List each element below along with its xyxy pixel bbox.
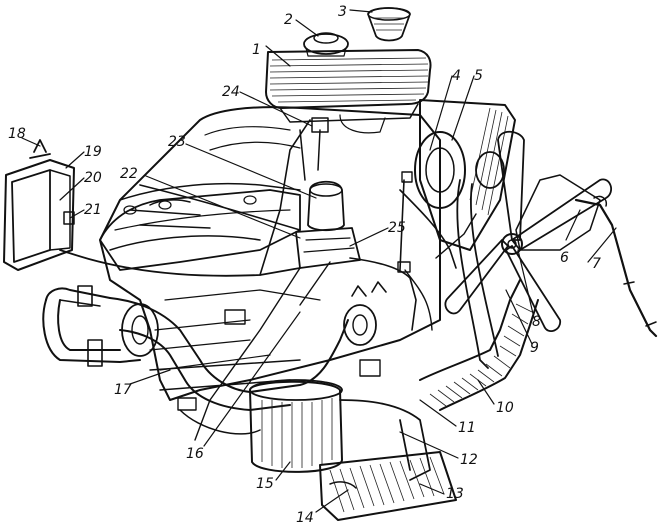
callout-14: 14 bbox=[296, 510, 314, 526]
callout-21: 21 bbox=[84, 202, 102, 218]
callout-19: 19 bbox=[84, 144, 102, 160]
callout-16: 16 bbox=[186, 446, 204, 462]
water-pump-pulley bbox=[414, 131, 466, 209]
flex-hose bbox=[419, 279, 539, 411]
callout-18: 18 bbox=[8, 126, 26, 142]
oil-filler-cap bbox=[303, 33, 349, 55]
callout-1: 1 bbox=[252, 42, 261, 58]
callout-12: 12 bbox=[460, 452, 478, 468]
callout-2: 2 bbox=[284, 12, 293, 28]
callout-4: 4 bbox=[452, 68, 461, 84]
callout-7: 7 bbox=[592, 256, 601, 272]
callout-5: 5 bbox=[474, 68, 483, 84]
callout-3: 3 bbox=[338, 4, 347, 20]
bolt-icon bbox=[243, 195, 257, 205]
callout-22: 22 bbox=[120, 166, 138, 182]
fan-belt bbox=[456, 179, 499, 369]
fittings bbox=[177, 171, 413, 411]
fan-hub bbox=[501, 233, 523, 255]
valve-cover bbox=[99, 189, 301, 271]
callout-17: 17 bbox=[114, 382, 132, 398]
callout-8: 8 bbox=[532, 314, 541, 330]
callout-24: 24 bbox=[222, 84, 240, 100]
fuel-tank bbox=[3, 139, 75, 271]
bolt-icon bbox=[123, 205, 137, 215]
throttle-rod bbox=[574, 195, 658, 338]
callout-labels: 1 2 3 4 5 6 7 8 9 10 11 12 13 14 15 16 1… bbox=[8, 4, 601, 526]
callout-15: 15 bbox=[256, 476, 274, 492]
heater-box bbox=[319, 419, 457, 521]
cooling-fan bbox=[444, 130, 613, 333]
callout-10: 10 bbox=[496, 400, 514, 416]
leader-lines bbox=[21, 9, 617, 513]
preheater bbox=[249, 379, 431, 481]
callout-9: 9 bbox=[530, 340, 539, 356]
callout-6: 6 bbox=[560, 250, 569, 266]
callout-25: 25 bbox=[388, 220, 406, 236]
callout-13: 13 bbox=[446, 486, 464, 502]
bolt-icon bbox=[158, 200, 172, 210]
engine-block bbox=[99, 106, 441, 435]
callout-23: 23 bbox=[168, 134, 186, 150]
callout-20: 20 bbox=[84, 170, 102, 186]
fan-shroud bbox=[414, 99, 516, 251]
callout-11: 11 bbox=[458, 420, 476, 436]
exhaust-pipe bbox=[42, 285, 141, 367]
